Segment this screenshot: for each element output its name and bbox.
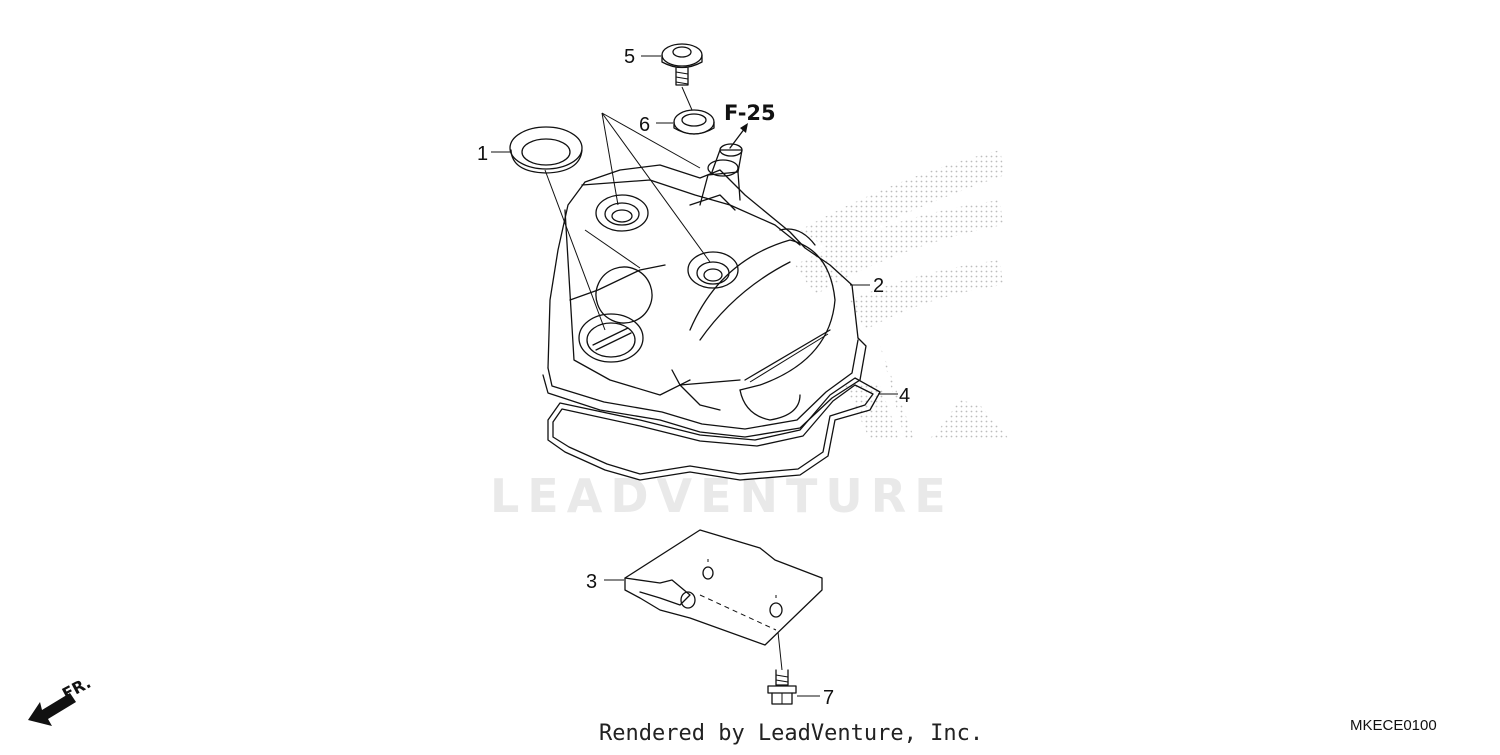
flange-bolt[interactable] <box>661 43 703 111</box>
callout-6[interactable]: 6 <box>639 114 650 136</box>
callout-1[interactable]: 1 <box>477 143 488 165</box>
callout-3[interactable]: 3 <box>586 571 597 593</box>
head-cover-gasket[interactable] <box>547 377 881 481</box>
credit-text: Rendered by LeadVenture, Inc. <box>599 721 983 746</box>
heat-protector-plate[interactable] <box>624 529 823 671</box>
callout-2[interactable]: 2 <box>873 275 884 297</box>
diagram-code: MKECE0100 <box>1350 717 1437 734</box>
callout-4[interactable]: 4 <box>899 385 910 407</box>
background-logo <box>795 150 1010 440</box>
callouts: 1 2 3 4 5 6 7 <box>477 46 910 709</box>
reference-label[interactable]: F-25 <box>724 101 776 125</box>
seal-ring[interactable] <box>509 126 583 174</box>
callout-7[interactable]: 7 <box>823 687 834 709</box>
sealing-washer[interactable] <box>673 109 715 135</box>
cylinder-head-cover[interactable] <box>542 112 867 438</box>
callout-5[interactable]: 5 <box>624 46 635 68</box>
front-direction-arrow: FR. <box>28 673 94 726</box>
plate-bolt[interactable] <box>767 669 797 705</box>
reference-arrowhead <box>740 123 748 133</box>
reference-arrow <box>729 127 746 149</box>
watermark: LEADVENTURE <box>490 469 954 523</box>
